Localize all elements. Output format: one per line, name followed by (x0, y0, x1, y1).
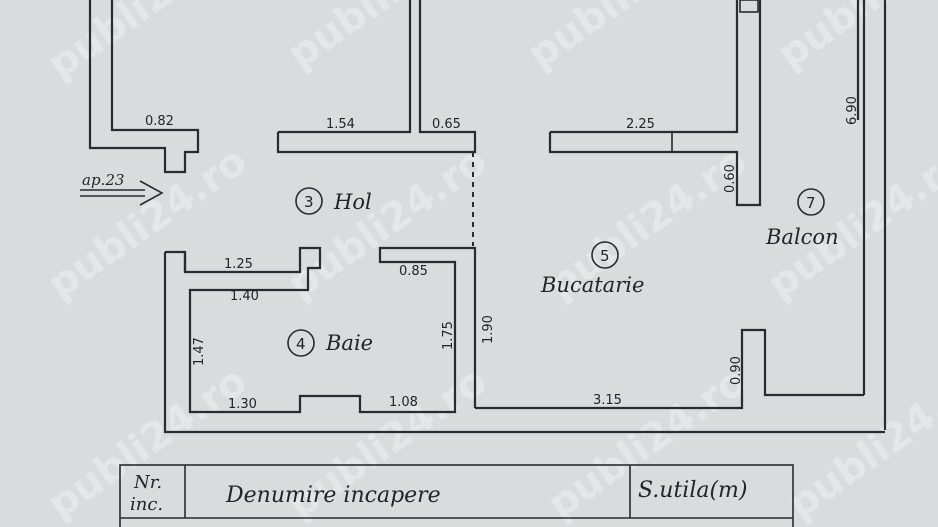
room-number: 5 (600, 247, 610, 265)
table-header-area: S.utila(m) (638, 478, 748, 503)
room-number: 3 (304, 193, 314, 211)
entrance-label: ap.23 (82, 171, 124, 189)
dim-hall-top-wall: 1.54 (326, 117, 355, 132)
dim-kitchen-right-lower: 0.90 (729, 356, 744, 385)
watermark: publi24.ro (769, 0, 938, 78)
dim-bath-top-outer: 1.25 (224, 257, 253, 272)
room-balcon: 7 Balcon (765, 188, 839, 249)
walls (88, 0, 887, 434)
wall-kitchen-top (548, 0, 762, 207)
room-labels: 3 Hol 4 Baie 5 Bucatarie 7 Balcon (287, 187, 839, 357)
room-name: Baie (325, 331, 373, 355)
room-number-circle (797, 188, 825, 216)
wall-outer-right (856, 0, 887, 430)
table-header-inc: inc. (130, 494, 163, 515)
table-header-name: Denumire incapere (225, 483, 441, 508)
room-number: 4 (296, 335, 306, 353)
watermark: publi24.ro (39, 138, 255, 308)
room-name: Hol (333, 190, 372, 214)
wall-kitchen-top-inner (550, 0, 739, 134)
dim-balcony-height: 6.90 (845, 96, 860, 125)
watermark: publi24.ro (759, 138, 938, 308)
wall-top-left (88, 0, 200, 174)
entrance-marker: ap.23 (80, 171, 164, 206)
wall-bathroom (163, 246, 885, 434)
wall-hall-top (276, 0, 477, 154)
arrow-icon (139, 180, 164, 206)
table-header-nr: Nr. (133, 472, 162, 493)
dim-hall-door-gap: 0.65 (432, 117, 461, 132)
dim-bath-bottom-left: 1.30 (228, 397, 257, 412)
watermark: publi24.ro (279, 138, 495, 308)
room-number-circle (591, 241, 619, 269)
room-number-circle (295, 187, 323, 215)
watermark: publi24.ro (39, 0, 255, 88)
dim-bath-bottom-right: 1.08 (389, 395, 418, 410)
window-mark (739, 0, 759, 13)
room-name: Bucatarie (540, 273, 644, 297)
dim-kitchen-right-upper: 0.60 (723, 164, 738, 193)
wall-balcony (475, 328, 864, 410)
dimension-labels: 0.82 1.54 0.65 2.25 0.60 6.90 1.25 1.40 … (145, 96, 860, 412)
room-baie: 4 Baie (287, 329, 373, 357)
table-border (119, 464, 794, 527)
area-table: Nr. inc. Denumire incapere S.utila(m) (119, 464, 794, 527)
dim-top-left-wall: 0.82 (145, 114, 174, 129)
watermark: publi24.ro (519, 0, 735, 78)
room-hol: 3 Hol (295, 187, 372, 215)
watermark-group: publi24.ro publi24.ro publi24.ro publi24… (39, 0, 938, 527)
watermark: publi24.ro (279, 0, 495, 78)
dim-kitchen-left: 1.90 (481, 315, 496, 344)
dim-bath-left: 1.47 (192, 337, 207, 366)
dim-kitchen-top-wall: 2.25 (626, 117, 655, 132)
dim-kitchen-bottom: 3.15 (593, 393, 622, 408)
room-number-circle (287, 329, 315, 357)
room-bucatarie: 5 Bucatarie (540, 241, 644, 297)
room-number: 7 (806, 194, 816, 212)
room-name: Balcon (765, 225, 839, 249)
dim-bath-top-inner: 1.40 (230, 289, 259, 304)
dim-bath-right: 1.75 (441, 321, 456, 350)
watermark: publi24.ro (779, 358, 938, 527)
dim-bath-top-right: 0.85 (399, 264, 428, 279)
